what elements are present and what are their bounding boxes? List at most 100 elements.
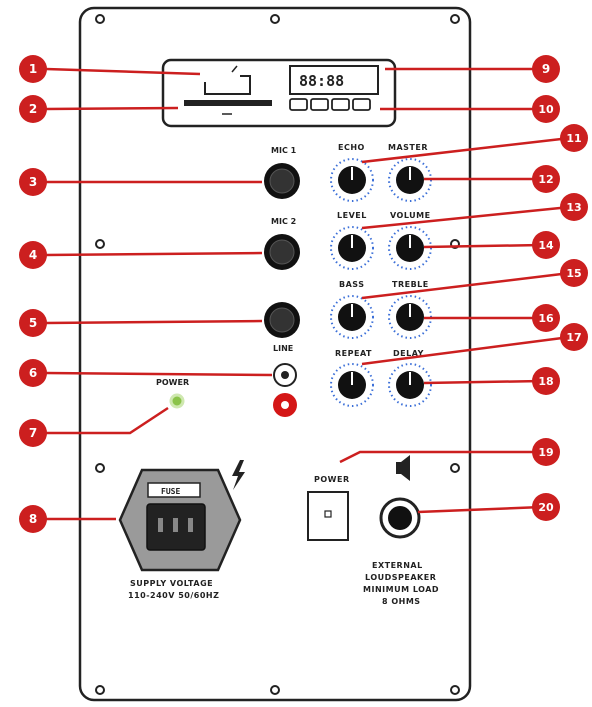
callout-12: 12 bbox=[532, 165, 560, 193]
delay-knob[interactable] bbox=[388, 363, 432, 407]
power-switch-label: POWER bbox=[314, 475, 350, 484]
iec-pin bbox=[158, 518, 163, 532]
svg-text:7: 7 bbox=[29, 426, 37, 440]
knob-grid: ECHO MASTER LEVEL VOLUME BASS bbox=[330, 143, 432, 407]
svg-text:5: 5 bbox=[29, 316, 37, 330]
iec-pin bbox=[173, 518, 178, 532]
repeat-knob[interactable] bbox=[330, 363, 374, 407]
lightning-icon bbox=[232, 460, 245, 490]
callout-1: 1 bbox=[19, 55, 47, 83]
mp3-button[interactable] bbox=[289, 98, 308, 111]
mic1-jack[interactable] bbox=[264, 163, 300, 199]
speaker-icon bbox=[396, 455, 410, 481]
sd-card-icon[interactable] bbox=[204, 65, 251, 95]
rca-red-jack[interactable] bbox=[273, 393, 297, 417]
svg-text:3: 3 bbox=[29, 175, 37, 189]
svg-text:4: 4 bbox=[29, 248, 37, 262]
screw-hole bbox=[270, 14, 280, 24]
screw-holes bbox=[95, 14, 460, 695]
svg-text:1: 1 bbox=[29, 62, 37, 76]
speaker-line1: EXTERNAL bbox=[372, 561, 423, 570]
leader-line bbox=[361, 205, 571, 230]
mp3-module: 88:88 bbox=[161, 58, 397, 128]
power-led-label: POWER bbox=[156, 378, 189, 387]
callout-2: 2 bbox=[19, 95, 47, 123]
mic1-label: MIC 1 bbox=[271, 146, 297, 155]
callout-5: 5 bbox=[19, 309, 47, 337]
level-label: LEVEL bbox=[337, 211, 367, 220]
screw-hole bbox=[270, 685, 280, 695]
callout-8: 8 bbox=[19, 505, 47, 533]
screw-hole bbox=[95, 685, 105, 695]
power-inlet[interactable]: FUSE bbox=[118, 468, 242, 572]
callout-6: 6 bbox=[19, 359, 47, 387]
leader-line bbox=[46, 406, 169, 435]
speaker-line3: MINIMUM LOAD bbox=[363, 585, 439, 594]
leader-line bbox=[45, 251, 263, 257]
mains-line1: SUPPLY VOLTAGE bbox=[130, 579, 213, 588]
mains-line2: 110-240V 50/60HZ bbox=[128, 591, 219, 600]
svg-text:19: 19 bbox=[538, 446, 553, 459]
master-label: MASTER bbox=[388, 143, 428, 152]
mic2-label: MIC 2 bbox=[271, 217, 296, 226]
echo-label: ECHO bbox=[338, 143, 365, 152]
repeat-label: REPEAT bbox=[335, 349, 372, 358]
screw-hole bbox=[450, 463, 460, 473]
callout-20: 20 bbox=[532, 493, 560, 521]
speaker-line4: 8 OHMS bbox=[382, 597, 421, 606]
callout-17: 17 bbox=[560, 323, 588, 351]
svg-text:13: 13 bbox=[566, 201, 581, 214]
treble-label: TREBLE bbox=[392, 280, 429, 289]
svg-text:17: 17 bbox=[566, 331, 581, 344]
svg-text:16: 16 bbox=[538, 312, 554, 325]
callout-9: 9 bbox=[532, 55, 560, 83]
screw-hole bbox=[95, 239, 105, 249]
leader-line bbox=[361, 271, 571, 300]
leader-line bbox=[423, 243, 543, 249]
callout-19: 19 bbox=[532, 438, 560, 466]
iec-pin bbox=[188, 518, 193, 532]
svg-text:18: 18 bbox=[538, 375, 553, 388]
mp3-button[interactable] bbox=[331, 98, 350, 111]
rca-white-jack[interactable] bbox=[273, 363, 297, 387]
mp3-button[interactable] bbox=[310, 98, 329, 111]
speaker-line2: LOUDSPEAKER bbox=[365, 573, 436, 582]
svg-text:8: 8 bbox=[29, 512, 37, 526]
svg-text:20: 20 bbox=[538, 501, 554, 514]
callout-14: 14 bbox=[532, 231, 560, 259]
callout-4: 4 bbox=[19, 241, 47, 269]
leader-line bbox=[361, 335, 571, 366]
fuse-label: FUSE bbox=[161, 487, 180, 496]
callout-11: 11 bbox=[560, 124, 588, 152]
fuse-holder[interactable] bbox=[147, 482, 201, 498]
callout-3: 3 bbox=[19, 168, 47, 196]
svg-text:12: 12 bbox=[538, 173, 553, 186]
leader-line bbox=[423, 379, 543, 385]
callout-15: 15 bbox=[560, 259, 588, 287]
screw-hole bbox=[450, 14, 460, 24]
leader-line bbox=[339, 450, 542, 464]
screw-hole bbox=[450, 685, 460, 695]
level-knob[interactable] bbox=[330, 226, 374, 270]
svg-text:14: 14 bbox=[538, 239, 554, 252]
speaker-output-jack[interactable] bbox=[379, 497, 421, 539]
line-label: LINE bbox=[273, 344, 293, 353]
delay-label: DELAY bbox=[393, 349, 424, 358]
usb-slot-icon[interactable] bbox=[184, 100, 272, 106]
leader-line bbox=[45, 106, 179, 111]
mp3-button[interactable] bbox=[352, 98, 371, 111]
bass-knob[interactable] bbox=[330, 295, 374, 339]
mp3-display bbox=[289, 65, 379, 95]
screw-hole bbox=[95, 14, 105, 24]
echo-knob[interactable] bbox=[330, 158, 374, 202]
callout-7: 7 bbox=[19, 419, 47, 447]
power-led bbox=[169, 393, 185, 409]
leader-line bbox=[45, 371, 273, 377]
callout-18: 18 bbox=[532, 367, 560, 395]
line-jack[interactable] bbox=[264, 302, 300, 338]
mic2-jack[interactable] bbox=[264, 234, 300, 270]
svg-text:9: 9 bbox=[542, 62, 550, 76]
callout-10: 10 bbox=[532, 95, 560, 123]
screw-hole bbox=[95, 463, 105, 473]
